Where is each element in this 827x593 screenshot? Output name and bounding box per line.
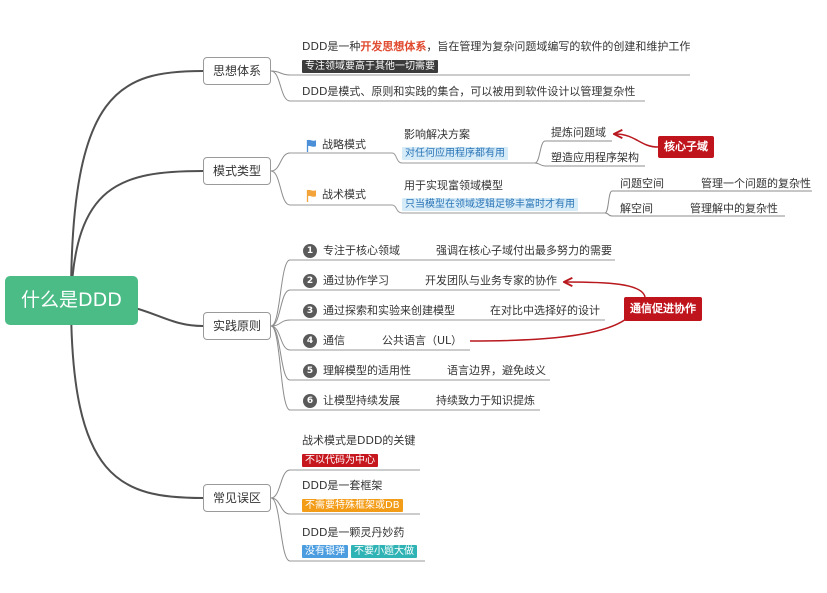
- trunk-to-misconceptions: [70, 299, 204, 499]
- connector: [270, 152, 291, 172]
- relation-ubiquitous-language: [469, 318, 627, 342]
- label-tag: 专注领域要高于其他一切需要: [302, 60, 438, 73]
- topic-distill-problem-domain: 提炼问题域: [551, 126, 606, 139]
- number-badge: 4: [303, 334, 317, 348]
- principle-label: 通过协作学习: [323, 274, 389, 287]
- misconception-framework: DDD是一套框架: [302, 479, 383, 492]
- principle-label: 通信: [323, 334, 345, 347]
- misconception-tactical-key: 战术模式是DDD的关键: [302, 434, 416, 447]
- trunk-to-thinking: [70, 70, 204, 301]
- topic-problem-space: 问题空间: [620, 177, 664, 190]
- misconception-silver-bullet: DDD是一颗灵丹妙药: [302, 526, 405, 539]
- flag-icon: [306, 189, 316, 202]
- callout-core-subdomain: 核心子域: [658, 136, 714, 158]
- connector: [604, 212, 785, 217]
- underline: [290, 204, 605, 214]
- topic-solution-space: 解空间: [620, 202, 653, 215]
- principle-label: 专注于核心领域: [323, 244, 400, 257]
- branch-misconceptions: 常见误区: [203, 484, 271, 512]
- connector: [534, 140, 612, 164]
- principle-label: 理解模型的适用性: [323, 364, 411, 377]
- label-tag: 对任何应用程序都有用: [402, 147, 508, 160]
- connector: [270, 70, 291, 102]
- connector: [270, 289, 291, 327]
- principle-detail: 在对比中选择好的设计: [490, 304, 600, 317]
- connector: [270, 325, 291, 411]
- number-badge: 3: [303, 304, 317, 318]
- flag-cloth: [307, 189, 316, 197]
- label-tag: 不需要特殊框架或DB: [302, 499, 403, 512]
- topic-shape-architecture: 塑造应用程序架构: [551, 151, 639, 164]
- relation-collaboration-learning: [565, 282, 646, 298]
- root-topic: 什么是DDD: [5, 276, 138, 325]
- topic-problem-space-detail: 管理一个问题的复杂性: [701, 177, 811, 190]
- label-tag: 不以代码为中心: [302, 454, 378, 467]
- topic-text: ，旨在管理为复杂问题域编写的软件的创建和维护工作: [426, 40, 691, 53]
- principle-detail: 公共语言（UL）: [382, 334, 463, 347]
- topic-text: DDD是一种: [302, 40, 361, 53]
- number-badge: 6: [303, 394, 317, 408]
- tag-group: 没有银弹 不要小题大做: [302, 545, 417, 558]
- connector: [270, 497, 291, 515]
- topic-tactical-pattern: 战术模式: [322, 188, 366, 201]
- topic-ddd-collection: DDD是模式、原则和实践的集合，可以被用到软件设计以管理复杂性: [302, 85, 636, 98]
- connector: [534, 162, 645, 167]
- underline: [290, 152, 535, 164]
- trunk-to-pattern-types: [70, 170, 204, 301]
- relation-core-subdomain: [615, 134, 659, 148]
- number-badge: 2: [303, 274, 317, 288]
- tag-group: 不需要特殊框架或DB: [302, 499, 403, 512]
- connector: [270, 469, 291, 499]
- flag-icon: [306, 139, 316, 152]
- topic-rich-domain-model: 用于实现富领域模型: [404, 179, 503, 192]
- number-badge: 1: [303, 244, 317, 258]
- principle-detail: 强调在核心子域付出最多努力的需要: [436, 244, 612, 257]
- connector: [604, 190, 812, 214]
- callout-communication-collaboration: 通信促进协作: [624, 297, 702, 321]
- label-tag: 不要小题大做: [351, 545, 417, 558]
- topic-solution-space-detail: 管理解中的复杂性: [690, 202, 778, 215]
- principle-detail: 开发团队与业务专家的协作: [425, 274, 557, 287]
- topic-strategic-pattern: 战略模式: [322, 138, 366, 151]
- flag-cloth: [307, 139, 316, 147]
- connector: [270, 170, 291, 206]
- connector: [270, 259, 291, 327]
- topic-ddd-definition: DDD是一种开发思想体系，旨在管理为复杂问题域编写的软件的创建和维护工作: [302, 40, 690, 54]
- tag-group: 不以代码为中心: [302, 454, 378, 467]
- principle-detail: 语言边界，避免歧义: [447, 364, 546, 377]
- branch-practice-principles: 实践原则: [203, 312, 271, 340]
- branch-pattern-types: 模式类型: [203, 157, 271, 185]
- principle-label: 让模型持续发展: [323, 394, 400, 407]
- topic-influence-solution: 影响解决方案: [404, 128, 470, 141]
- label-tag: 没有银弹: [302, 545, 348, 558]
- label-tag: 只当模型在领域逻辑足够丰富时才有用: [402, 198, 578, 211]
- principle-detail: 持续致力于知识提炼: [436, 394, 535, 407]
- highlighted-text: 开发思想体系: [360, 40, 427, 53]
- connector: [270, 319, 291, 327]
- branch-thinking-system: 思想体系: [203, 57, 271, 85]
- connector: [270, 497, 291, 562]
- number-badge: 5: [303, 364, 317, 378]
- principle-label: 通过探索和实验来创建模型: [323, 304, 455, 317]
